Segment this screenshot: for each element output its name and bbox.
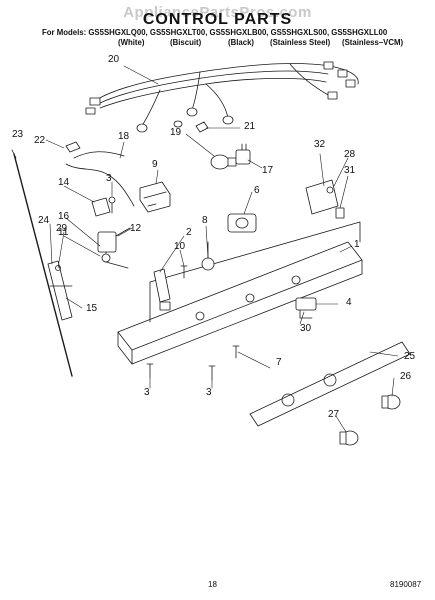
callout-7: 7	[276, 357, 282, 368]
color-black: (Black)	[228, 38, 254, 47]
right-bracket	[305, 179, 345, 219]
callout-14: 14	[58, 177, 70, 188]
callout-20: 20	[108, 54, 120, 65]
page-number: 18	[208, 580, 217, 589]
exploded-view-drawing	[11, 61, 411, 446]
callout-10: 10	[174, 241, 186, 252]
callout-31: 31	[344, 165, 356, 176]
capillary-tube	[73, 151, 125, 159]
harness-clip	[195, 121, 209, 133]
callout-26: 26	[400, 371, 412, 382]
model-list: For Models: GS5SHGXLQ00, GS5SHGXLT00, GS…	[42, 28, 422, 47]
callout-9: 9	[152, 159, 158, 170]
color-stainless-vcm: (Stainless–VCM)	[342, 38, 404, 47]
mounting-bracket	[47, 260, 73, 321]
callout-17: 17	[262, 165, 274, 176]
callout-21: 21	[244, 121, 256, 132]
callout-32: 32	[314, 139, 326, 150]
callout-12: 12	[130, 223, 142, 234]
watermark: AppliancePartsPros.com	[123, 4, 312, 21]
light-socket	[235, 143, 251, 165]
callout-3-top: 3	[106, 173, 112, 184]
callout-28: 28	[344, 149, 356, 160]
thermostat-bracket	[91, 196, 116, 217]
door-switch	[295, 297, 317, 319]
callout-19: 19	[170, 127, 182, 138]
light-bulb	[210, 154, 237, 170]
control-panel	[249, 341, 411, 427]
callout-4: 4	[346, 297, 352, 308]
support-rod	[13, 153, 73, 377]
screw-center	[232, 345, 240, 359]
color-biscuit: (Biscuit)	[170, 38, 202, 47]
callout-1: 1	[354, 239, 360, 250]
control-knob	[381, 394, 401, 410]
callout-3-left: 3	[144, 387, 150, 398]
callout-30: 30	[300, 323, 312, 334]
wire-clip	[65, 141, 81, 153]
callout-25: 25	[404, 351, 416, 362]
control-switch	[139, 181, 171, 213]
model-numbers: For Models: GS5SHGXLQ00, GS5SHGXLT00, GS…	[42, 28, 388, 37]
callout-3-center: 3	[206, 387, 212, 398]
screw-bottom-left	[146, 363, 154, 379]
color-stainless-steel: (Stainless Steel)	[270, 38, 331, 47]
document-number: 8190087	[390, 580, 422, 589]
callout-15: 15	[86, 303, 98, 314]
callout-11: 11	[58, 227, 69, 238]
light-switch	[227, 213, 257, 233]
callout-22: 22	[34, 135, 46, 146]
callout-16: 16	[58, 211, 70, 222]
leader-lines	[45, 65, 399, 433]
callout-8: 8	[202, 215, 208, 226]
callout-23: 23	[12, 129, 24, 140]
wire-harness	[85, 61, 359, 133]
shaft-bracket	[153, 268, 171, 303]
callout-18: 18	[118, 131, 130, 142]
callout-6: 6	[254, 185, 260, 196]
thermostat	[97, 227, 131, 269]
control-housing	[117, 221, 363, 365]
color-white: (White)	[118, 38, 145, 47]
model-colors: (White) (Biscuit) (Black) (Stainless Ste…	[42, 38, 422, 48]
callout-27: 27	[328, 409, 340, 420]
callout-29: 29	[56, 223, 68, 234]
screw-bottom-center	[208, 365, 216, 381]
callout-24: 24	[38, 215, 50, 226]
callout-2: 2	[186, 227, 192, 238]
thermostat-knob	[339, 430, 359, 446]
page-title: CONTROL PARTS	[142, 11, 293, 28]
